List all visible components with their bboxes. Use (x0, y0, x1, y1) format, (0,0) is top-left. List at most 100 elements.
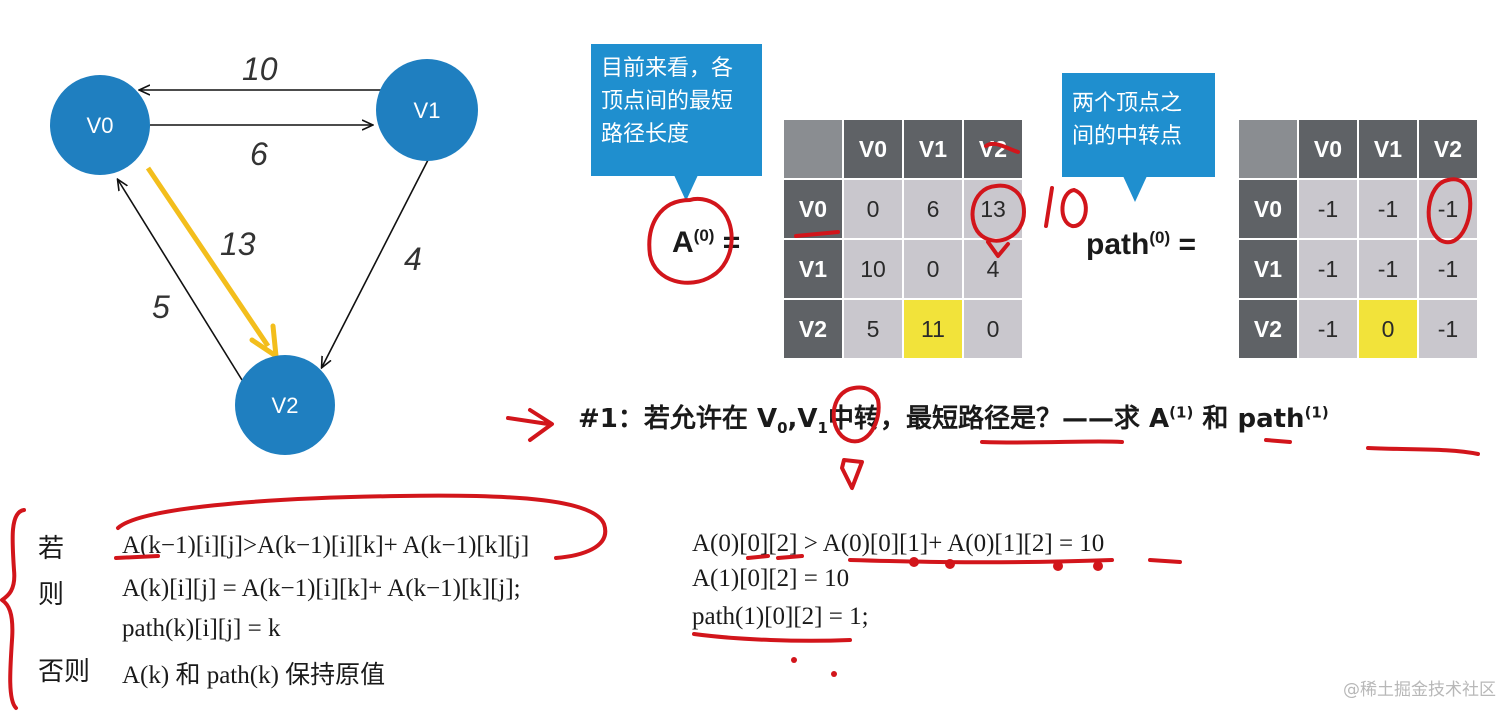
path-cell: -1 (1359, 240, 1417, 298)
question-a: A(1) (1149, 403, 1194, 434)
ink-underline-shortest (980, 439, 1124, 445)
rule-then-formula-2: path(k)[i][j] = k (122, 615, 281, 642)
a-cell: 0 (964, 300, 1022, 358)
node-label-v2: V2 (272, 393, 299, 418)
callout-path-tail (1123, 176, 1147, 202)
rule-if-keyword: 若 (38, 534, 65, 564)
path-col-head: V0 (1299, 120, 1357, 178)
question-prefix: #1：若允许在 (578, 404, 748, 434)
example-line-2: A(1)[0][2] = 10 (692, 565, 850, 592)
node-label-v0: V0 (87, 113, 114, 138)
path-cell: -1 (1419, 180, 1477, 238)
path-cell-highlighted: 0 (1359, 300, 1417, 358)
a-cell: 0 (844, 180, 902, 238)
callout-a-line-1: 目前来看，各 (601, 56, 734, 81)
ink-underline-sum (848, 558, 1114, 565)
ink-dot (1093, 561, 1103, 571)
ink-underline-path-line (692, 632, 852, 643)
rule-then-formula-1: A(k)[i][j] = A(k−1)[i][k]+ A(k−1)[k][j]; (122, 575, 521, 602)
rule-else-keyword: 否则 (38, 657, 91, 687)
ink-v1-mark (840, 458, 864, 490)
path-cell: -1 (1419, 300, 1477, 358)
a-col-head: V2 (964, 120, 1022, 178)
path-cell: -1 (1359, 180, 1417, 238)
ink-underline-a1 (1264, 438, 1292, 444)
callout-path-matrix: 两个顶点之 间的中转点 (1062, 73, 1215, 177)
question-line: #1：若允许在 V0,V1中转，最短路径是？——求 A(1) 和 path(1) (578, 403, 1329, 438)
edge-label-4: 4 (404, 241, 422, 277)
callout-path-line-1: 两个顶点之 (1072, 91, 1183, 116)
path-col-head: V1 (1359, 120, 1417, 178)
edge-v0-v2 (145, 166, 271, 348)
watermark: @稀土掘金技术社区 (1343, 680, 1496, 700)
a-cell: 13 (964, 180, 1022, 238)
path-matrix-label-sup: (0) (1149, 228, 1171, 247)
path-row-head: V2 (1239, 300, 1297, 358)
path-row-head: V1 (1239, 240, 1297, 298)
a-cell: 0 (904, 240, 962, 298)
a-cell-highlighted: 11 (904, 300, 962, 358)
ink-dot (791, 657, 797, 663)
a-cell: 10 (844, 240, 902, 298)
a-row-head: V1 (784, 240, 842, 298)
node-v1 (376, 59, 478, 161)
question-and: 和 (1202, 404, 1229, 434)
path-cell: -1 (1299, 180, 1357, 238)
callout-a-matrix: 目前来看，各 顶点间的最短 路径长度 (591, 44, 762, 176)
node-v2 (235, 355, 335, 455)
path-matrix-label: path(0) = (1086, 228, 1196, 262)
path-matrix-corner (1239, 120, 1297, 178)
a-row-head: V2 (784, 300, 842, 358)
example-line-3: path(1)[0][2] = 1; (692, 603, 869, 630)
path-cell: -1 (1299, 300, 1357, 358)
ink-underline-10 (1148, 558, 1182, 564)
edge-label-6: 6 (250, 136, 268, 172)
a-col-head: V1 (904, 120, 962, 178)
a-col-head: V0 (844, 120, 902, 178)
edge-label-10: 10 (242, 51, 278, 87)
question-v1: V1 (797, 404, 828, 438)
ink-dot (1053, 561, 1063, 571)
ink-digit-0 (1060, 188, 1088, 228)
ink-dot (945, 559, 955, 569)
path-cell: -1 (1419, 240, 1477, 298)
a-cell: 5 (844, 300, 902, 358)
a-matrix-equals: = (722, 226, 741, 259)
a-matrix-label-sup: (0) (693, 226, 715, 245)
question-middle: 中转，最短路径是？——求 (827, 404, 1140, 434)
node-label-v1: V1 (414, 98, 441, 123)
path-matrix-equals: = (1178, 228, 1196, 261)
graph-diagram: 10 6 13 4 5 V0 V1 V2 (50, 51, 478, 455)
ink-underline-path1 (1366, 446, 1480, 456)
path-col-head: V2 (1419, 120, 1477, 178)
a-cell: 6 (904, 180, 962, 238)
example-line-1: A(0)[0][2] > A(0)[0][1]+ A(0)[1][2] = 10 (692, 530, 1105, 557)
ink-digit-1 (1044, 186, 1054, 228)
a-matrix-corner (784, 120, 842, 178)
a-cell: 4 (964, 240, 1022, 298)
edge-v2-v0 (118, 180, 243, 381)
callout-path-line-2: 间的中转点 (1072, 124, 1183, 149)
question-v0: V0 (756, 404, 788, 438)
path-cell: -1 (1299, 240, 1357, 298)
path-matrix: V0 V1 V2 V0 -1 -1 -1 V1 -1 -1 -1 V2 -1 0… (1237, 118, 1479, 360)
callout-a-line-3: 路径长度 (601, 122, 690, 147)
a-matrix-label-name: A (672, 226, 694, 259)
rule-then-keyword: 则 (38, 580, 65, 610)
ink-dot (831, 671, 837, 677)
ink-left-brace (0, 508, 26, 710)
a-matrix-label: A(0) = (672, 226, 740, 260)
node-v0 (50, 75, 150, 175)
ink-dot (909, 557, 919, 567)
callout-a-line-2: 顶点间的最短 (601, 89, 734, 114)
edge-label-5: 5 (152, 289, 170, 325)
rule-else-text: A(k) 和 path(k) 保持原值 (122, 662, 386, 689)
path-matrix-label-name: path (1086, 228, 1150, 261)
edge-v1-v2 (322, 159, 429, 367)
callout-a-tail (674, 175, 698, 201)
a-matrix: V0 V1 V2 V0 0 6 13 V1 10 0 4 V2 5 11 0 (782, 118, 1024, 360)
question-path: path(1) (1237, 403, 1329, 434)
edge-label-13: 13 (220, 226, 256, 262)
path-row-head: V0 (1239, 180, 1297, 238)
rule-if-formula: A(k−1)[i][j]>A(k−1)[i][k]+ A(k−1)[k][j] (122, 532, 530, 559)
